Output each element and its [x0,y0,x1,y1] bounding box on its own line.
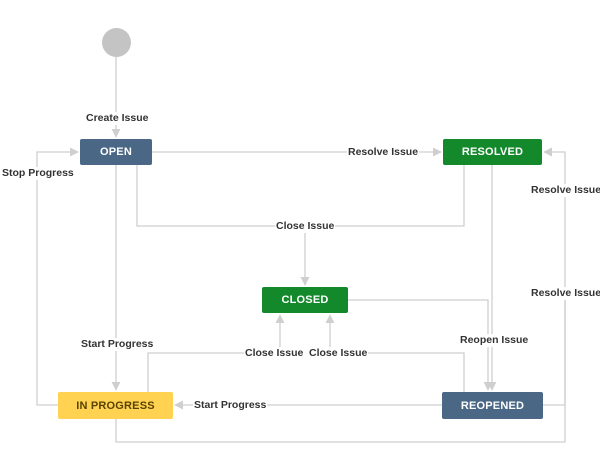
edge-close-issue-top [136,165,465,227]
state-closed[interactable]: CLOSED [262,287,348,313]
transition-label-create-issue[interactable]: Create Issue [85,112,150,125]
state-reopened[interactable]: REOPENED [442,392,543,419]
transition-label-close-issue-top[interactable]: Close Issue [275,220,336,233]
transition-label-reopen-issue[interactable]: Reopen Issue [459,334,530,347]
edge-reopen-issue [348,299,493,391]
transition-label-close-issue-right[interactable]: Close Issue [308,347,369,360]
edge-resolve-from-reopened [543,147,566,406]
transition-label-resolve-issue-right-bottom[interactable]: Resolve Issue [530,287,600,300]
state-in-progress[interactable]: IN PROGRESS [58,392,173,419]
transition-label-start-progress-left[interactable]: Start Progress [80,338,155,351]
edge-close-issue-left [147,314,285,392]
start-node-circle [102,28,131,57]
edge-stop-progress [36,147,79,406]
transition-label-start-progress-bottom[interactable]: Start Progress [193,399,268,412]
transition-label-resolve-issue-right-top[interactable]: Resolve Issue [530,184,600,197]
transition-label-close-issue-left[interactable]: Close Issue [244,347,305,360]
edge-bottom-loop [115,300,566,443]
state-resolved[interactable]: RESOLVED [443,139,542,165]
transition-label-stop-progress[interactable]: Stop Progress [1,167,75,180]
edge-close-issue-right [325,314,465,392]
state-open[interactable]: OPEN [80,139,152,165]
transition-label-resolve-issue-open[interactable]: Resolve Issue [347,146,420,159]
